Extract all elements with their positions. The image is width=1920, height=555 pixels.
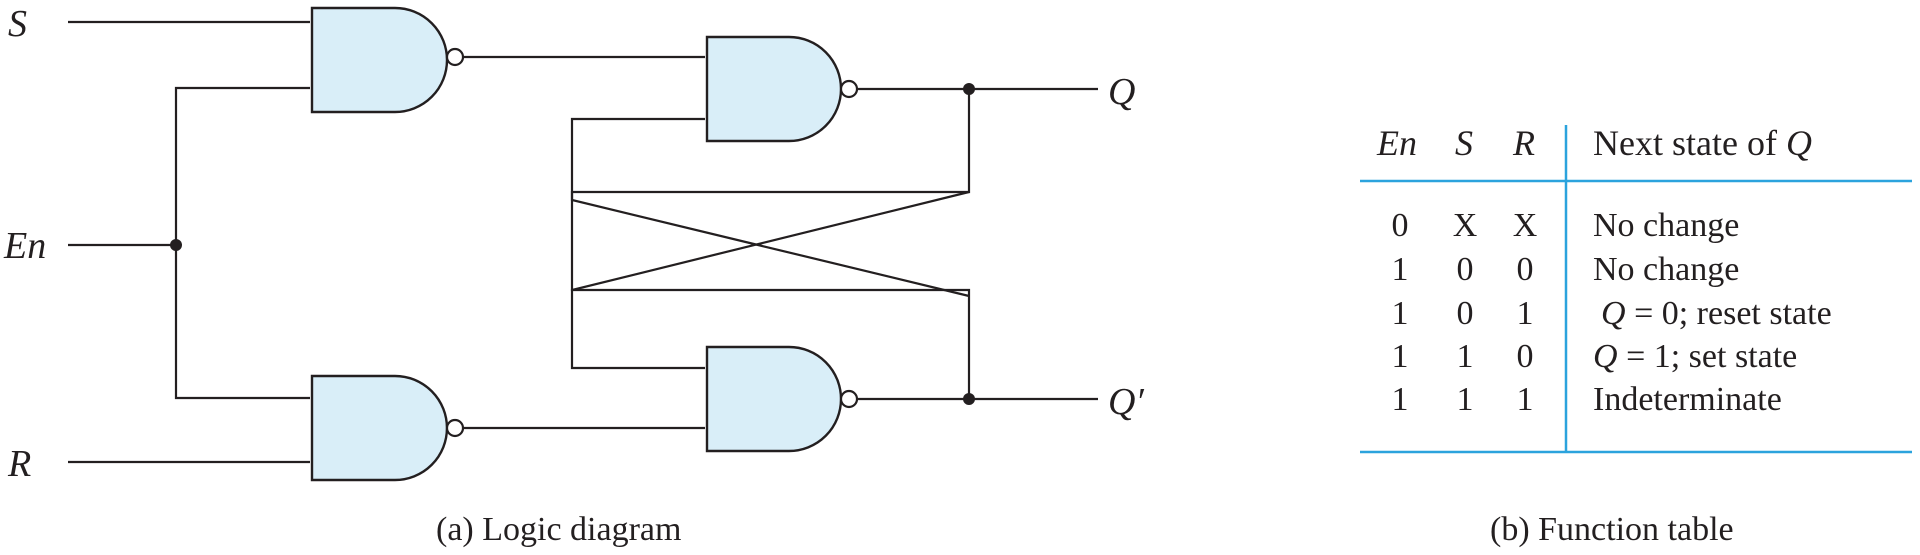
inverter-bubble (445, 47, 465, 67)
cell-r: 0 (1517, 251, 1534, 288)
header-s: S (1455, 123, 1473, 163)
cell-next-state: Indeterminate (1593, 381, 1782, 418)
header-next-state: Next state of Q (1593, 123, 1812, 163)
cell-s: 0 (1457, 295, 1474, 332)
cell-s: 1 (1457, 338, 1474, 375)
feedback-q-prime-to-gate3 (570, 117, 970, 298)
table-row: 1 0 0 No change (1392, 251, 1740, 288)
table-row: 1 0 1 Q = 0; reset state (1392, 295, 1832, 332)
cell-s: 1 (1457, 381, 1474, 418)
nand-gate-4 (705, 345, 859, 453)
cell-en: 1 (1392, 295, 1409, 332)
cell-en: 1 (1392, 381, 1409, 418)
cell-s: X (1453, 207, 1478, 244)
caption-logic-diagram: (a) Logic diagram (436, 511, 681, 548)
table-row: 0 X X No change (1392, 207, 1740, 244)
caption-function-table: (b) Function table (1490, 511, 1734, 548)
feedback-q-to-gate4 (570, 89, 971, 399)
cell-r: 0 (1517, 338, 1534, 375)
logic-diagram: S En R Q Q′ (a) Logic diagram (3, 3, 1144, 548)
cell-next-state: Q = 1; set state (1593, 338, 1797, 375)
inverter-bubble (445, 418, 465, 438)
feedback-q-prime-to-gate3-lower (570, 190, 970, 370)
nand-gate-3 (705, 35, 859, 143)
cell-r: X (1513, 207, 1538, 244)
nand-gate-1 (310, 6, 465, 114)
cell-r: 1 (1517, 381, 1534, 418)
cell-en: 1 (1392, 338, 1409, 375)
inverter-bubble (839, 79, 859, 99)
cell-next-state: No change (1593, 251, 1739, 288)
header-en: En (1376, 123, 1417, 163)
header-r: R (1512, 123, 1535, 163)
label-en: En (3, 225, 46, 267)
cell-s: 0 (1457, 251, 1474, 288)
wire-en-to-bottom-gate (174, 245, 310, 400)
cell-next-state: Q = 0; reset state (1601, 295, 1832, 332)
label-s: S (8, 3, 27, 45)
junction-en (170, 239, 182, 251)
cell-r: 1 (1517, 295, 1534, 332)
cell-en: 0 (1392, 207, 1409, 244)
cell-next-state: No change (1593, 207, 1739, 244)
label-q: Q (1108, 71, 1135, 113)
function-table: En S R Next state of Q 0 X X No change 1… (1360, 123, 1912, 548)
table-row: 1 1 1 Indeterminate (1392, 381, 1782, 418)
label-q-prime: Q′ (1108, 381, 1144, 423)
label-r: R (7, 443, 31, 485)
nand-gate-2 (310, 374, 465, 482)
cell-en: 1 (1392, 251, 1409, 288)
table-row: 1 1 0 Q = 1; set state (1392, 338, 1798, 375)
wire-en-to-top-gate (174, 86, 310, 245)
inverter-bubble (839, 389, 859, 409)
